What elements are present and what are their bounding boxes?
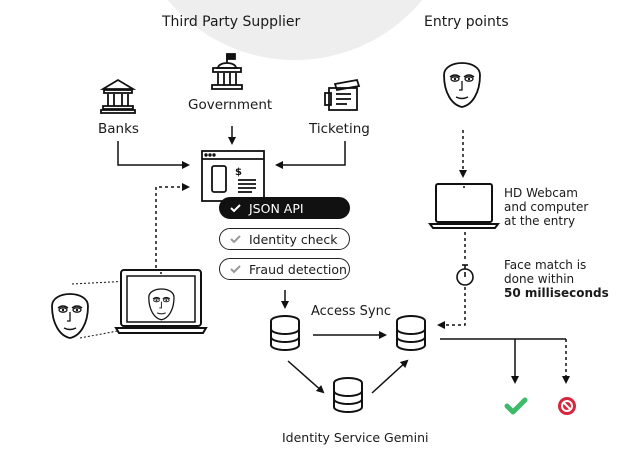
check-icon — [504, 397, 528, 415]
pill-label: Fraud detection — [249, 261, 347, 277]
stopwatch-icon — [456, 264, 474, 286]
face-match-line-3: 50 milliseconds — [504, 286, 609, 300]
ticket-icon — [324, 78, 361, 111]
pill-label: JSON API — [249, 200, 304, 216]
face-match-label: Face match is done within 50 millisecond… — [504, 258, 609, 300]
laptop-icon — [114, 269, 208, 334]
database-icon — [270, 315, 300, 351]
pill-identity-check: Identity check — [219, 228, 350, 250]
entry-points-heading: Entry points — [424, 14, 509, 30]
svg-text:$: $ — [235, 167, 242, 178]
check-icon — [230, 235, 241, 244]
api-document-icon: $ — [201, 150, 265, 202]
database-icon — [396, 315, 426, 351]
government-label: Government — [188, 97, 273, 113]
bank-icon — [99, 78, 137, 114]
webcam-line-2: and computer — [504, 200, 589, 214]
pill-json-api: JSON API — [219, 197, 350, 219]
webcam-line-1: HD Webcam — [504, 186, 578, 200]
third-party-heading: Third Party Supplier — [162, 14, 301, 30]
webcam-label: HD Webcam and computer at the entry — [504, 186, 588, 228]
identity-service-label: Identity Service Gemini — [282, 430, 429, 445]
access-sync-label: Access Sync — [311, 304, 391, 319]
check-icon — [230, 204, 241, 213]
laptop-icon — [428, 183, 500, 229]
check-icon — [230, 265, 241, 274]
face-match-line-1: Face match is — [504, 258, 587, 272]
government-building-icon — [211, 53, 243, 90]
no-entry-icon — [558, 397, 576, 415]
webcam-line-3: at the entry — [504, 214, 576, 228]
banks-label: Banks — [98, 121, 139, 137]
pill-fraud-detection: Fraud detection — [219, 258, 350, 280]
ticketing-label: Ticketing — [309, 121, 370, 137]
face-icon — [51, 293, 89, 339]
face-icon — [443, 62, 481, 108]
face-match-line-2: done within — [504, 272, 575, 286]
pill-label: Identity check — [249, 231, 338, 247]
database-icon — [333, 377, 363, 413]
